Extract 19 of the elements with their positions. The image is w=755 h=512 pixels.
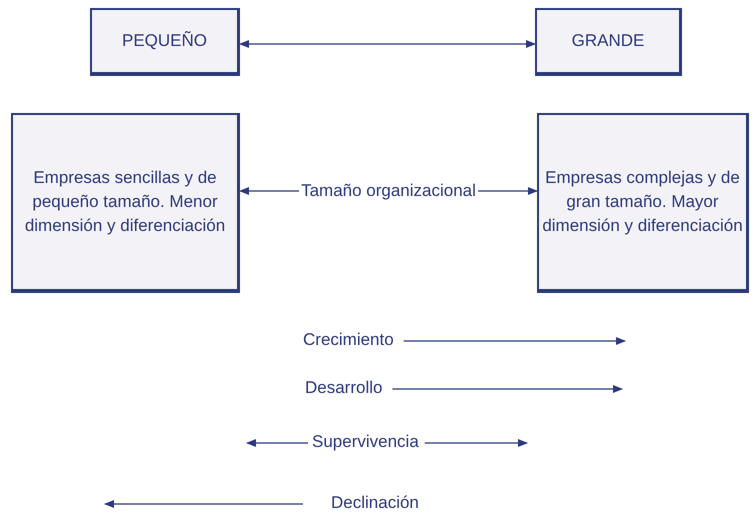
- stage-label: Crecimiento: [303, 330, 394, 350]
- box-text: PEQUEÑO: [122, 30, 208, 52]
- box-text: GRANDE: [572, 30, 644, 52]
- box-text: Empresas complejas y de gran tamaño. Mayor dimensión y diferenciación: [541, 167, 744, 237]
- arrow: [424, 439, 528, 447]
- edge-label: Tamaño organizacional: [299, 181, 478, 201]
- text-box: [90, 8, 240, 76]
- arrow: [104, 500, 303, 508]
- arrow: [246, 439, 308, 447]
- box-text: Empresas sencillas y de pequeño tamaño. Menor dimensión y diferenciación: [24, 167, 226, 237]
- text-box: [537, 113, 749, 293]
- arrow: [404, 337, 626, 345]
- stage-label: Desarrollo: [305, 378, 382, 398]
- stage-label: Supervivencia: [312, 432, 419, 452]
- arrow: [239, 40, 536, 48]
- stage-label: Declinación: [331, 493, 419, 512]
- text-box: [535, 8, 682, 76]
- text-box: [11, 113, 240, 293]
- arrow: [392, 385, 623, 393]
